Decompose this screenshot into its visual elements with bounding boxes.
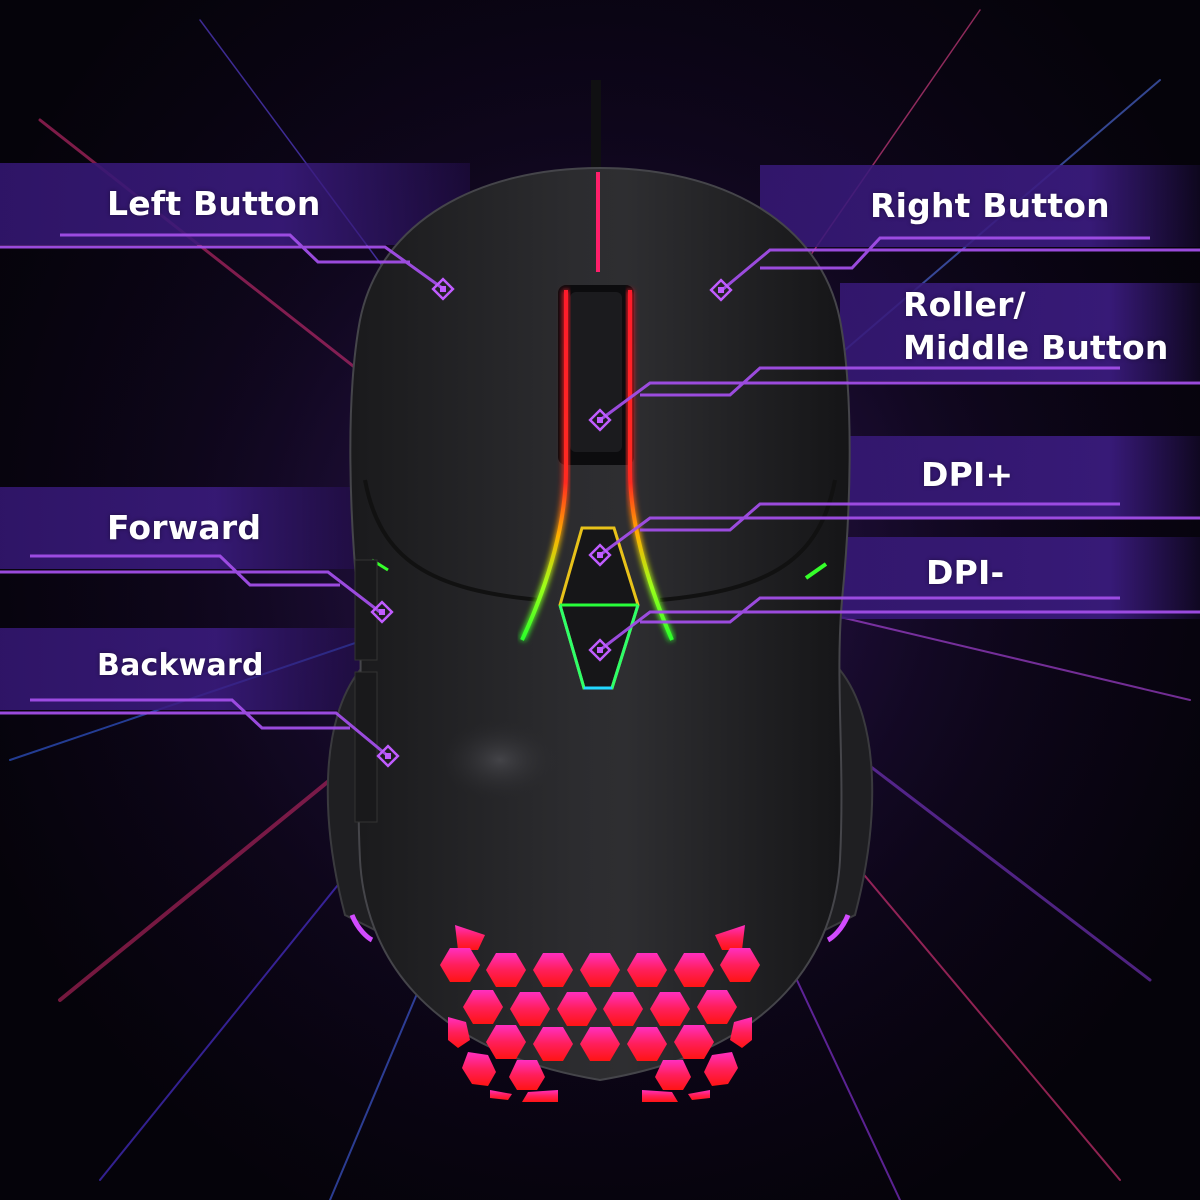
roller-label-line1: Roller/ xyxy=(903,285,1026,324)
backward-label: Backward xyxy=(97,648,264,683)
callout-lines xyxy=(0,233,1200,758)
callout-markers xyxy=(370,277,733,768)
roller-band xyxy=(840,283,1200,381)
dpi-minus-band xyxy=(840,537,1200,619)
forward-label: Forward xyxy=(107,508,262,547)
roller-label-line2: Middle Button xyxy=(903,328,1169,367)
left-button-label: Left Button xyxy=(107,184,321,223)
right-button-label: Right Button xyxy=(870,186,1110,225)
left-button-band xyxy=(0,163,470,245)
backward-side-button xyxy=(354,671,378,823)
right-button-band xyxy=(760,165,1200,247)
backward-band xyxy=(0,628,360,710)
dpi-plus-label: DPI+ xyxy=(921,455,1014,494)
honeycomb-rgb-panel xyxy=(440,925,760,1102)
dpi-minus-label: DPI- xyxy=(926,553,1005,592)
